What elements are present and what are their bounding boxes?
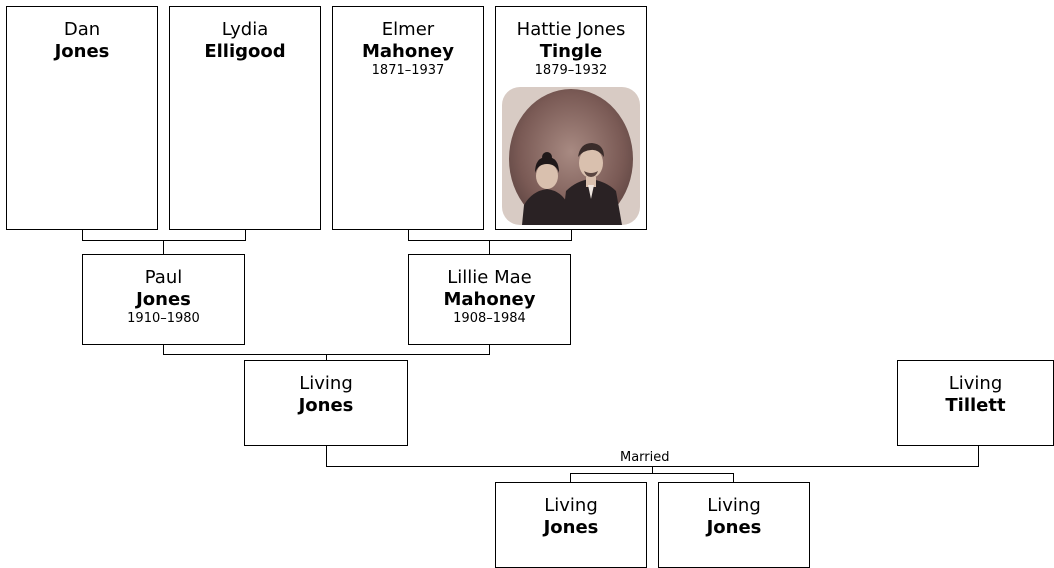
person-box-elmer-mahoney[interactable]: Elmer Mahoney 1871–1937	[332, 6, 484, 230]
connector-jones-couple-bar	[82, 240, 246, 241]
connector-mahoney-couple-bar	[408, 240, 572, 241]
person-box-living-tillett[interactable]: Living Tillett	[897, 360, 1054, 446]
given-name: Living	[299, 373, 353, 394]
surname: Mahoney	[443, 289, 536, 310]
given-name: Lydia	[221, 19, 269, 40]
given-name: Living	[948, 373, 1003, 394]
surname: Jones	[136, 289, 191, 310]
connector-child-2-down	[733, 473, 734, 482]
couple-portrait-image	[502, 87, 640, 225]
connector-dan-down	[82, 230, 83, 240]
given-name: Hattie Jones	[516, 19, 626, 40]
connector-paul-down	[163, 345, 164, 354]
life-dates: 1871–1937	[371, 63, 445, 78]
person-box-lydia-elligood[interactable]: Lydia Elligood	[169, 6, 321, 230]
connector-to-paul	[163, 240, 164, 254]
life-dates: 1908–1984	[453, 311, 526, 326]
life-dates: 1910–1980	[127, 311, 200, 326]
connector-hattie-down	[571, 230, 572, 240]
given-name: Lillie Mae	[447, 267, 532, 288]
person-box-dan-jones[interactable]: Dan Jones	[6, 6, 158, 230]
given-name: Dan	[63, 19, 101, 40]
surname: Jones	[298, 395, 354, 416]
connector-child-1-down	[570, 473, 571, 482]
surname: Jones	[54, 41, 110, 62]
connector-lydia-down	[245, 230, 246, 240]
life-dates: 1879–1932	[534, 63, 608, 78]
connector-living-tillett-down	[978, 446, 979, 466]
given-name: Living	[544, 495, 598, 516]
connector-children-bar	[570, 473, 734, 474]
connector-to-children	[652, 466, 653, 473]
person-box-hattie-tingle[interactable]: Hattie Jones Tingle 1879–1932	[495, 6, 647, 230]
surname: Jones	[543, 517, 599, 538]
person-box-child-2-jones[interactable]: Living Jones	[658, 482, 810, 568]
portrait-photo[interactable]	[502, 87, 640, 225]
given-name: Elmer	[381, 19, 435, 40]
surname: Jones	[706, 517, 762, 538]
connector-lillie-down	[489, 345, 490, 354]
surname: Tingle	[539, 41, 603, 62]
connector-elmer-down	[408, 230, 409, 240]
given-name: Paul	[144, 267, 183, 288]
person-box-lillie-mahoney[interactable]: Lillie Mae Mahoney 1908–1984	[408, 254, 571, 345]
surname: Mahoney	[362, 41, 454, 62]
connector-to-living-jones	[326, 354, 327, 360]
given-name: Living	[707, 495, 761, 516]
person-box-child-1-jones[interactable]: Living Jones	[495, 482, 647, 568]
person-box-paul-jones[interactable]: Paul Jones 1910–1980	[82, 254, 245, 345]
surname: Elligood	[204, 41, 286, 62]
person-box-living-jones[interactable]: Living Jones	[244, 360, 408, 446]
connector-to-lillie	[489, 240, 490, 254]
connector-living-jones-down	[326, 446, 327, 466]
surname: Tillett	[945, 395, 1006, 416]
married-label: Married	[620, 450, 670, 465]
